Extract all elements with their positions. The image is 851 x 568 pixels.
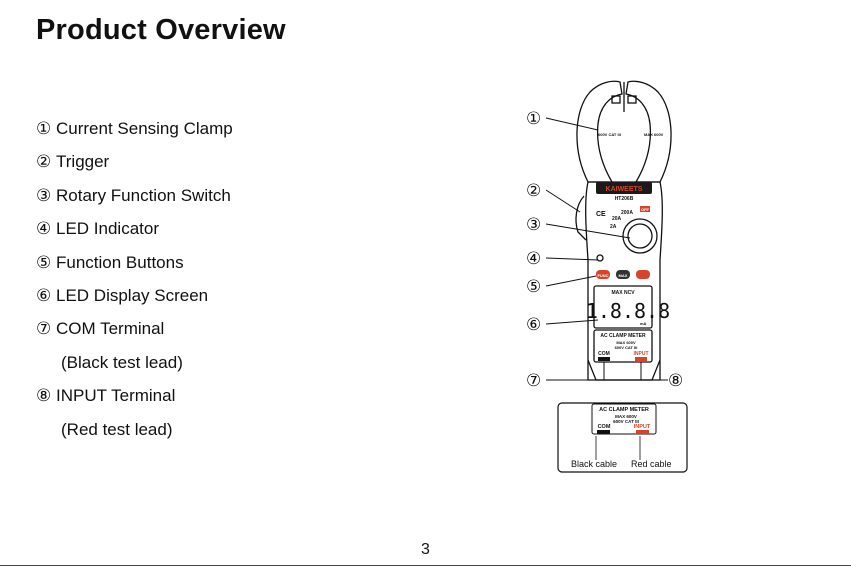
item-label: (Black test lead) bbox=[61, 352, 183, 372]
leader-1 bbox=[545, 117, 599, 131]
inset-rating-2: 600V CAT III bbox=[613, 419, 639, 424]
brand-text: KAIWEETS bbox=[606, 186, 643, 193]
callout-7: ⑦ bbox=[526, 371, 541, 391]
leader-7 bbox=[546, 362, 605, 381]
leader-2 bbox=[545, 189, 581, 213]
list-item-note: (Red test lead) bbox=[36, 419, 336, 452]
rating-line-2: 600V CAT III bbox=[615, 345, 638, 350]
inset-input-socket bbox=[636, 430, 649, 434]
rating-line-1: MAX 600V bbox=[616, 340, 636, 345]
led-indicator bbox=[596, 254, 604, 262]
item-label: INPUT Terminal bbox=[56, 386, 176, 406]
func-button bbox=[596, 270, 610, 279]
lcd-bottom-text: mA bbox=[640, 321, 647, 326]
range-20a: 20A bbox=[612, 216, 622, 222]
leader-6 bbox=[545, 319, 599, 325]
range-2a: 2A bbox=[610, 224, 617, 230]
callout-3: ③ bbox=[526, 215, 541, 235]
max-button bbox=[616, 270, 630, 279]
clamp-jaw-left bbox=[576, 80, 623, 183]
inset-com-socket bbox=[597, 430, 610, 434]
model-text: HT206B bbox=[615, 196, 634, 202]
lcd-digits: 1.8.8.8 bbox=[586, 299, 670, 323]
item-label: COM Terminal bbox=[56, 319, 165, 339]
clamp-label-left: 600V CAT III bbox=[598, 132, 621, 137]
input-socket bbox=[635, 357, 647, 361]
item-label: (Red test lead) bbox=[61, 419, 173, 439]
item-label: LED Display Screen bbox=[56, 285, 209, 305]
leader-8 bbox=[640, 362, 668, 381]
rotary-knob-inner bbox=[627, 223, 653, 249]
panel-title: AC CLAMP METER bbox=[600, 333, 646, 339]
inset-panel-title: AC CLAMP METER bbox=[599, 407, 649, 413]
bottom-divider bbox=[0, 565, 851, 566]
inset-input-label: INPUT bbox=[634, 424, 651, 430]
item-number: ② bbox=[36, 152, 52, 172]
body-bottom bbox=[587, 359, 661, 381]
input-label: INPUT bbox=[634, 351, 649, 357]
func-button-label: FUNC bbox=[597, 273, 608, 278]
black-cable-label: Black cable bbox=[571, 459, 617, 469]
inset-rating-1: MAX 600V bbox=[615, 414, 637, 419]
callout-1: ① bbox=[526, 109, 541, 129]
inset-frame bbox=[557, 402, 688, 473]
jaw-tip-right bbox=[627, 95, 637, 104]
item-label: Current Sensing Clamp bbox=[56, 119, 233, 138]
rotary-knob bbox=[622, 218, 658, 254]
lcd-top-text: MAX NCV bbox=[611, 290, 635, 296]
clamp-label-right: MAX 600V bbox=[644, 132, 664, 137]
item-label: Function Buttons bbox=[56, 252, 184, 272]
ce-mark: CE bbox=[596, 211, 606, 218]
page-number: 3 bbox=[421, 541, 430, 558]
inset-panel bbox=[591, 403, 657, 435]
brand-band bbox=[596, 182, 652, 194]
lcd-screen bbox=[593, 285, 653, 329]
item-number: ⑥ bbox=[36, 285, 52, 305]
com-socket bbox=[598, 357, 610, 361]
off-marker bbox=[640, 206, 650, 212]
inset-com-label: COM bbox=[598, 424, 611, 430]
red-cable-label: Red cable bbox=[631, 459, 672, 469]
list-item-note: (Black test lead) bbox=[36, 352, 336, 385]
callout-6: ⑥ bbox=[526, 315, 541, 335]
item-number: ⑦ bbox=[36, 319, 52, 339]
clamp-jaw-right bbox=[625, 80, 672, 183]
callout-4: ④ bbox=[526, 249, 541, 269]
terminal-panel bbox=[593, 329, 653, 363]
item-label: Rotary Function Switch bbox=[56, 185, 231, 205]
item-number: ⑤ bbox=[36, 252, 52, 272]
leader-4 bbox=[545, 257, 599, 261]
item-number: ⑧ bbox=[36, 386, 52, 406]
com-label: COM bbox=[598, 351, 610, 357]
range-off: OFF bbox=[641, 207, 650, 212]
leader-5 bbox=[545, 275, 597, 287]
jaw-tip-left bbox=[611, 95, 621, 104]
item-number: ① bbox=[36, 119, 52, 138]
range-200a: 200A bbox=[621, 210, 633, 216]
trigger bbox=[575, 195, 587, 241]
page-title: Product Overview bbox=[36, 14, 286, 46]
leader-lines bbox=[545, 117, 668, 381]
callout-8: ⑧ bbox=[668, 371, 683, 391]
item-label: LED Indicator bbox=[56, 219, 159, 239]
terminal-inset: AC CLAMP METER MAX 600V 600V CAT III COM… bbox=[557, 402, 688, 473]
light-button bbox=[636, 270, 650, 279]
callout-5: ⑤ bbox=[526, 277, 541, 297]
callout-2: ② bbox=[526, 181, 541, 201]
max-button-label: MAX bbox=[619, 273, 628, 278]
item-label: Trigger bbox=[56, 152, 110, 172]
item-number: ③ bbox=[36, 185, 52, 205]
item-number: ④ bbox=[36, 219, 52, 239]
leader-3 bbox=[545, 223, 631, 239]
